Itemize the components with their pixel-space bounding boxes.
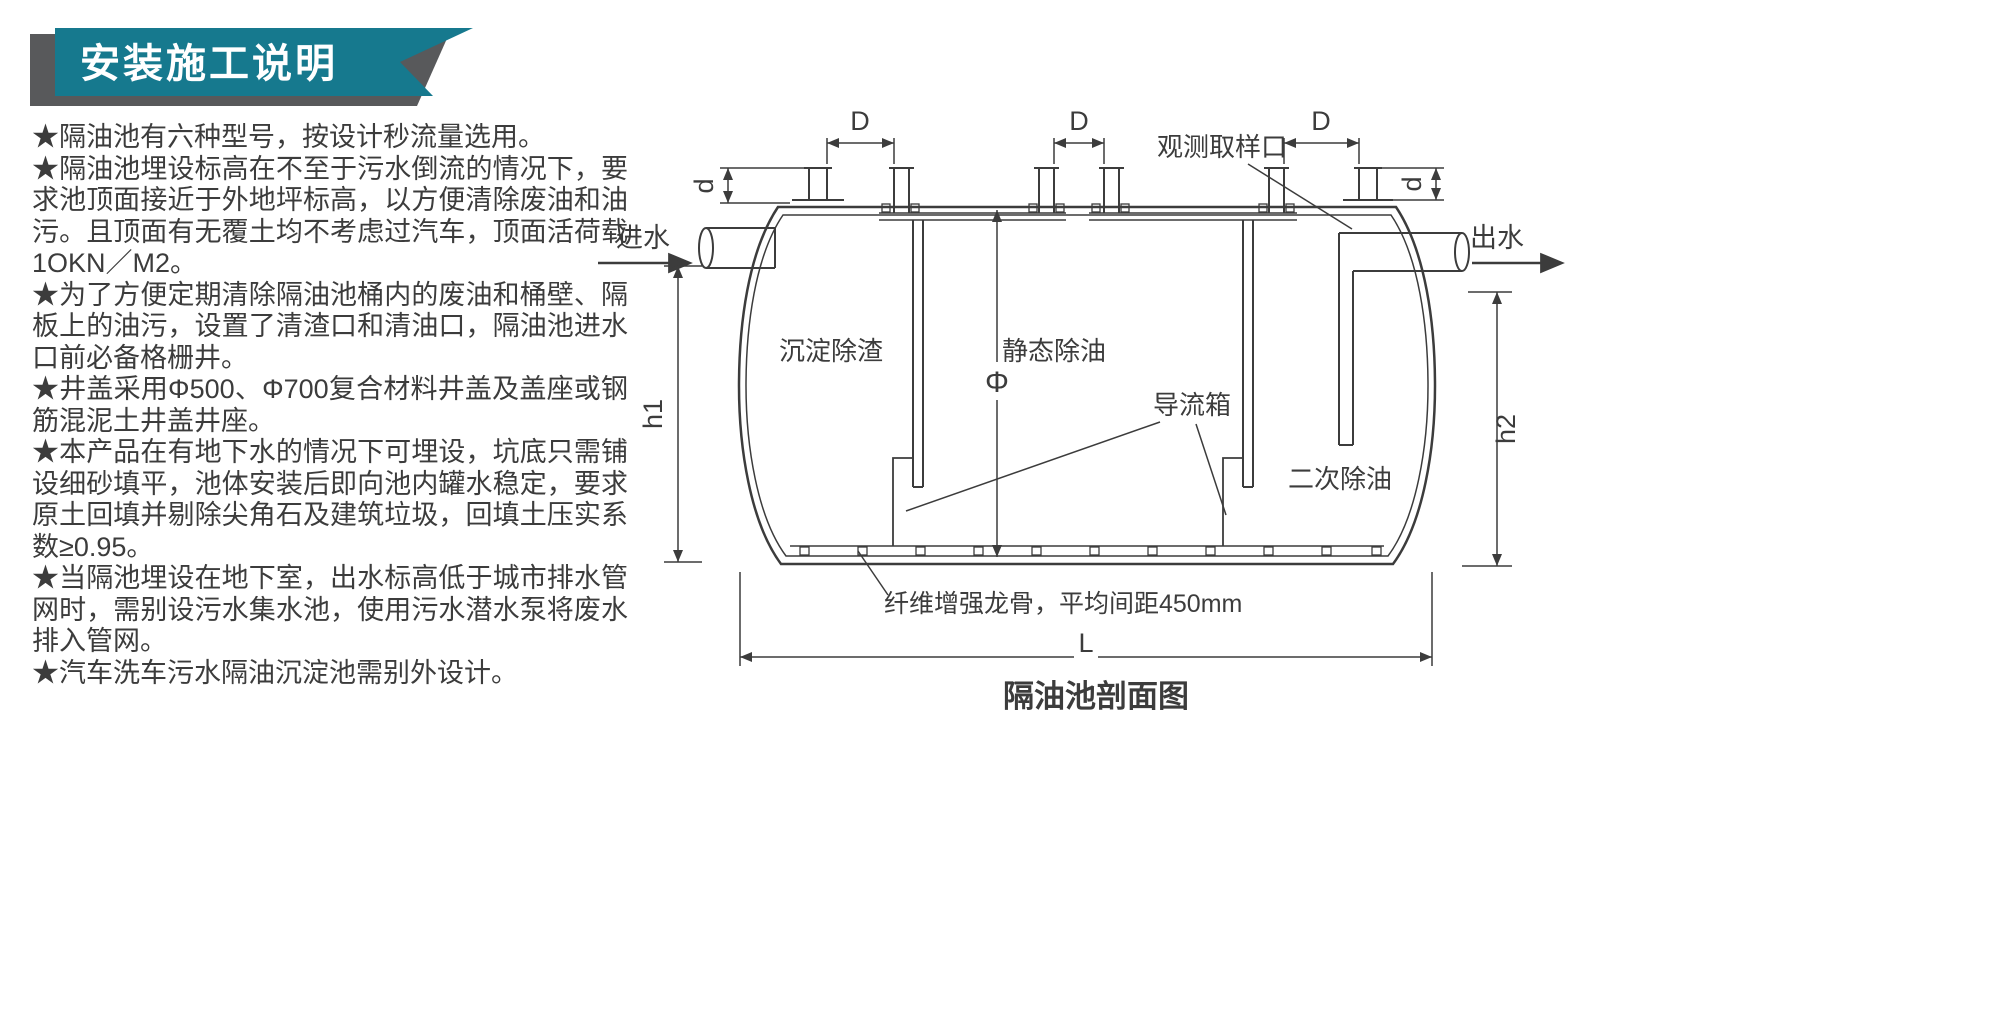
dim-d-label-left: d [689,178,719,193]
dim-D-label-2: D [1069,106,1089,136]
installation-instructions: ★隔油池有六种型号，按设计秒流量选用。 ★隔油池埋设标高在不至于污水倒流的情况下… [32,122,628,689]
top-necks-and-openings [792,167,1393,221]
section-title: 安装施工说明 [80,42,338,86]
dim-d-label-right: d [1397,176,1427,191]
instruction-item: ★本产品在有地下水的情况下可埋设，坑底只需铺设细砂填平，池体安装后即向池内罐水稳… [32,437,628,562]
instruction-item: ★隔油池有六种型号，按设计秒流量选用。 [32,122,545,152]
dim-D-label-1: D [850,106,870,136]
section-banner: 安装施工说明 [30,28,473,106]
outlet-label: 出水 [1470,223,1524,253]
keel-rib-marks [799,546,1382,556]
flow-guide-box-label: 导流箱 [1153,390,1231,420]
inlet-pipe [698,227,776,269]
keel-note-label: 纤维增强龙骨，平均间距450mm [884,590,1242,618]
zone-sedimentation-label: 沉淀除渣 [779,336,883,366]
dim-h1-label: h1 [638,399,668,429]
dim-phi-label: Φ [985,366,1009,399]
instruction-item: ★为了方便定期清除隔油池桶内的废油和桶壁、隔板上的油污，设置了清渣口和清油口，隔… [32,279,628,373]
observation-port-label: 观测取样口 [1157,132,1287,162]
leader-lines [857,163,1353,596]
instruction-item: ★汽车洗车污水隔油沉淀池需别外设计。 [32,657,518,688]
instruction-item: ★当隔池埋设在地下室，出水标高低于城市排水管网时，需别设污水集水池，使用污水潜水… [32,563,628,656]
internal-baffles [892,220,1254,546]
dimension-arrowheads [673,138,1502,662]
dimension-lines [664,138,1512,666]
dim-L-label: L [1078,628,1093,658]
instruction-item: ★井盖采用Φ500、Φ700复合材料井盖及盖座或钢筋混泥土井盖井座。 [32,374,628,436]
phi-label-bg [982,362,1012,400]
diagram-caption: 隔油池剖面图 [1003,679,1189,714]
L-label-bg [1074,634,1098,660]
zone-static-label: 静态除油 [1002,336,1106,366]
tank-shell [737,205,1437,566]
dim-h2-label: h2 [1491,414,1521,444]
banner-flag-shape [55,28,473,96]
instruction-item: ★隔油池埋设标高在不至于污水倒流的情况下，要求池顶面接近于外地坪标高，以方便清除… [32,153,628,279]
flow-arrows [598,253,1562,273]
zone-secondary-label: 二次除油 [1288,464,1392,494]
dim-D-label-3: D [1311,106,1331,136]
outlet-pipe [1338,232,1470,446]
inlet-label: 进水 [616,223,670,253]
